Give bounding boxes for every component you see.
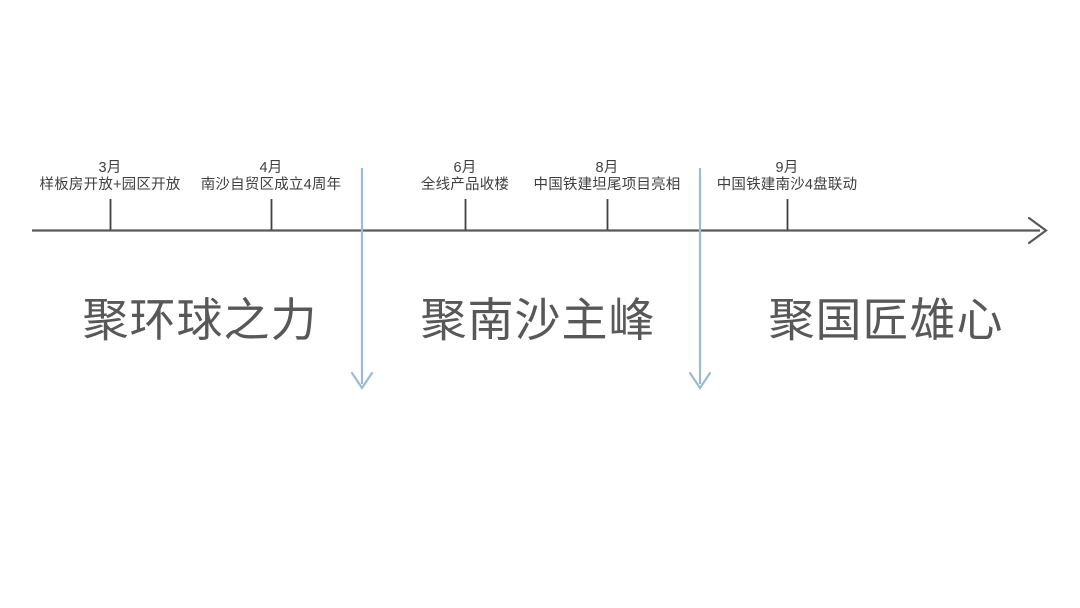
milestone-month: 9月 <box>775 160 799 176</box>
milestone-month: 8月 <box>595 160 619 176</box>
phase-heading-1: 聚环球之力 <box>82 294 318 346</box>
phase-heading-2: 聚南沙主峰 <box>420 294 656 346</box>
milestone-description: 南沙自贸区成立4周年 <box>200 177 342 194</box>
milestone-description: 中国铁建坦尾项目亮相 <box>533 177 681 194</box>
milestone-description: 全线产品收楼 <box>420 177 510 194</box>
milestone-description: 中国铁建南沙4盘联动 <box>716 177 858 194</box>
phase-divider-arrowhead-1 <box>350 371 374 390</box>
phase-heading-3: 聚国匠雄心 <box>768 294 1004 346</box>
milestone-label: 3月 样板房开放+园区开放 <box>40 160 181 194</box>
milestone-label: 4月 南沙自贸区成立4周年 <box>201 160 342 194</box>
milestone-label: 6月 全线产品收楼 <box>421 160 509 194</box>
phase-divider-arrowhead-2 <box>688 371 712 390</box>
timeline-axis-arrowhead <box>1027 216 1048 245</box>
milestone-description: 样板房开放+园区开放 <box>39 177 181 194</box>
milestone-label: 9月 中国铁建南沙4盘联动 <box>717 160 858 194</box>
milestone-label: 8月 中国铁建坦尾项目亮相 <box>534 160 681 194</box>
milestone-month: 4月 <box>259 160 283 176</box>
milestone-month: 6月 <box>453 160 477 176</box>
milestone-month: 3月 <box>98 160 122 176</box>
